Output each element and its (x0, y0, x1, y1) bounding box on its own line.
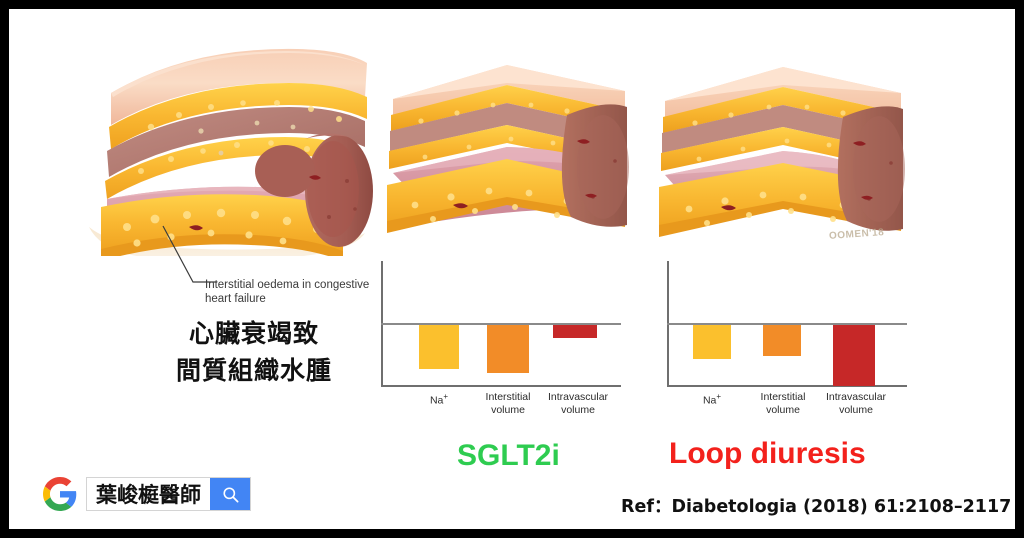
chinese-caption: 心臟衰竭致 間質組織水腫 (139, 315, 369, 389)
chart-sglt2i-x-axis (381, 385, 621, 387)
chart-loop-bar-interstitial (763, 324, 801, 356)
chart-sglt2i-zero-line (381, 323, 621, 325)
chart-loop-x-axis (667, 385, 907, 387)
chinese-caption-line-2: 間質組織水腫 (175, 356, 332, 385)
chart-sglt2i-tick-na: Na+ (429, 392, 449, 407)
google-search-badge[interactable]: 葉峻榳醫師 (43, 477, 251, 511)
chart-loop-zero-line (667, 323, 907, 325)
chinese-caption-line-1: 心臟衰竭致 (188, 319, 319, 348)
group-label-sglt2i: SGLT2i (457, 439, 560, 472)
tissue-panel-sglt2i (381, 55, 643, 243)
chart-loop-bar-intravascular (833, 324, 875, 386)
group-label-loop-diuresis: Loop diuresis (669, 437, 866, 470)
tissue-panel-loop-diuresis (653, 55, 921, 247)
chart-loop-bar-na (693, 324, 731, 359)
reference-citation: Ref：Diabetologia (2018) 61:2108–2117 (621, 497, 1012, 517)
chart-sglt2i-bar-intravascular (553, 324, 597, 338)
figure-canvas: Interstitial oedema in congestive heart … (9, 9, 1015, 529)
chart-sglt2i-bar-interstitial (487, 324, 529, 373)
tissue-panel-chf (71, 31, 381, 256)
interstitial-oedema-annotation: Interstitial oedema in congestive heart … (205, 279, 370, 305)
chart-sglt2i-bar-na (419, 324, 459, 369)
search-box[interactable]: 葉峻榳醫師 (86, 477, 251, 511)
oedema-leader-line (159, 224, 219, 296)
search-icon (222, 486, 238, 502)
search-query-text: 葉峻榳醫師 (96, 483, 201, 507)
google-logo (43, 477, 77, 511)
search-button[interactable] (210, 478, 250, 510)
chart-loop-tick-na: Na+ (702, 392, 722, 407)
